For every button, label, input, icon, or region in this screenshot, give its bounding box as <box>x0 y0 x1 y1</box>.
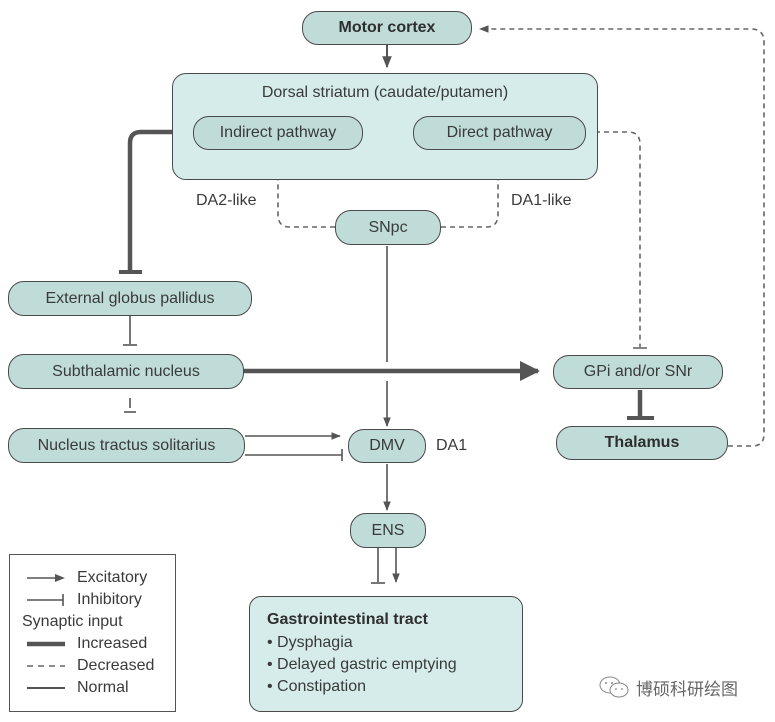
external-globus-pallidus-node: External globus pallidus <box>8 281 252 316</box>
gpi-snr-label: GPi and/or SNr <box>583 363 693 380</box>
external-globus-pallidus-label: External globus pallidus <box>45 289 215 307</box>
dashed-line-icon <box>27 665 65 667</box>
thalamus-node: Thalamus <box>556 426 728 460</box>
da2-like-label: DA2-like <box>196 192 257 209</box>
gi-symptom: • Delayed gastric emptying <box>267 656 457 673</box>
dorsal-striatum-label: Dorsal striatum (caudate/putamen) <box>261 84 509 101</box>
legend-excitatory-label: Excitatory <box>77 569 148 586</box>
legend-synaptic-input-label: Synaptic input <box>22 613 123 630</box>
nucleus-tractus-solitarius-label: Nucleus tractus solitarius <box>37 436 216 454</box>
thick-line-icon <box>27 641 65 647</box>
snpc-node: SNpc <box>335 210 441 245</box>
subthalamic-nucleus-node: Subthalamic nucleus <box>8 354 244 389</box>
normal-line-icon <box>27 687 65 689</box>
subthalamic-nucleus-label: Subthalamic nucleus <box>52 362 200 380</box>
gpi-snr-node: GPi and/or SNr <box>553 355 723 389</box>
watermark: 博硕科研绘图 <box>598 674 738 700</box>
excitatory-arrow-icon <box>27 574 65 582</box>
legend-synaptic-input-heading: Synaptic input <box>22 613 123 631</box>
gastrointestinal-tract-box: Gastrointestinal tract • Dysphagia • Del… <box>249 596 523 712</box>
legend-normal: Normal <box>27 679 129 697</box>
indirect-pathway-node: Indirect pathway <box>193 116 363 150</box>
da1-like-label: DA1-like <box>511 192 572 209</box>
legend: Excitatory Inhibitory Synaptic input Inc… <box>9 554 176 712</box>
gi-tract-title: Gastrointestinal tract <box>267 611 428 628</box>
direct-pathway-node: Direct pathway <box>413 116 586 150</box>
edge-snpc-to-indirect <box>277 162 335 228</box>
nucleus-tractus-solitarius-node: Nucleus tractus solitarius <box>8 428 245 463</box>
ens-label: ENS <box>371 521 405 539</box>
indirect-pathway-label: Indirect pathway <box>219 124 337 141</box>
legend-inhibitory-label: Inhibitory <box>77 591 142 608</box>
legend-normal-label: Normal <box>77 679 129 696</box>
legend-decreased-label: Decreased <box>77 657 155 674</box>
edge-thalamus-to-motor <box>479 25 765 447</box>
legend-excitatory: Excitatory <box>27 569 147 587</box>
wechat-icon <box>599 676 629 698</box>
legend-decreased: Decreased <box>27 657 154 675</box>
motor-cortex-label: Motor cortex <box>338 19 436 36</box>
da1-label: DA1 <box>436 437 468 454</box>
legend-increased-label: Increased <box>77 635 148 652</box>
thalamus-label: Thalamus <box>604 434 680 451</box>
direct-pathway-label: Direct pathway <box>446 124 553 141</box>
watermark-text: 博硕科研绘图 <box>636 679 738 699</box>
dmv-node: DMV <box>348 429 426 463</box>
motor-cortex-node: Motor cortex <box>302 11 472 45</box>
inhibitory-bar-icon <box>27 594 64 606</box>
legend-inhibitory: Inhibitory <box>27 591 142 609</box>
edge-indirect-to-gpe <box>127 129 193 271</box>
dmv-label: DMV <box>369 437 405 454</box>
gi-symptom: • Constipation <box>267 678 366 695</box>
edge-snpc-to-direct <box>441 162 502 228</box>
snpc-label: SNpc <box>368 218 408 236</box>
ens-node: ENS <box>350 513 426 548</box>
legend-increased: Increased <box>27 635 147 653</box>
gi-symptom: • Dysphagia <box>267 634 353 651</box>
